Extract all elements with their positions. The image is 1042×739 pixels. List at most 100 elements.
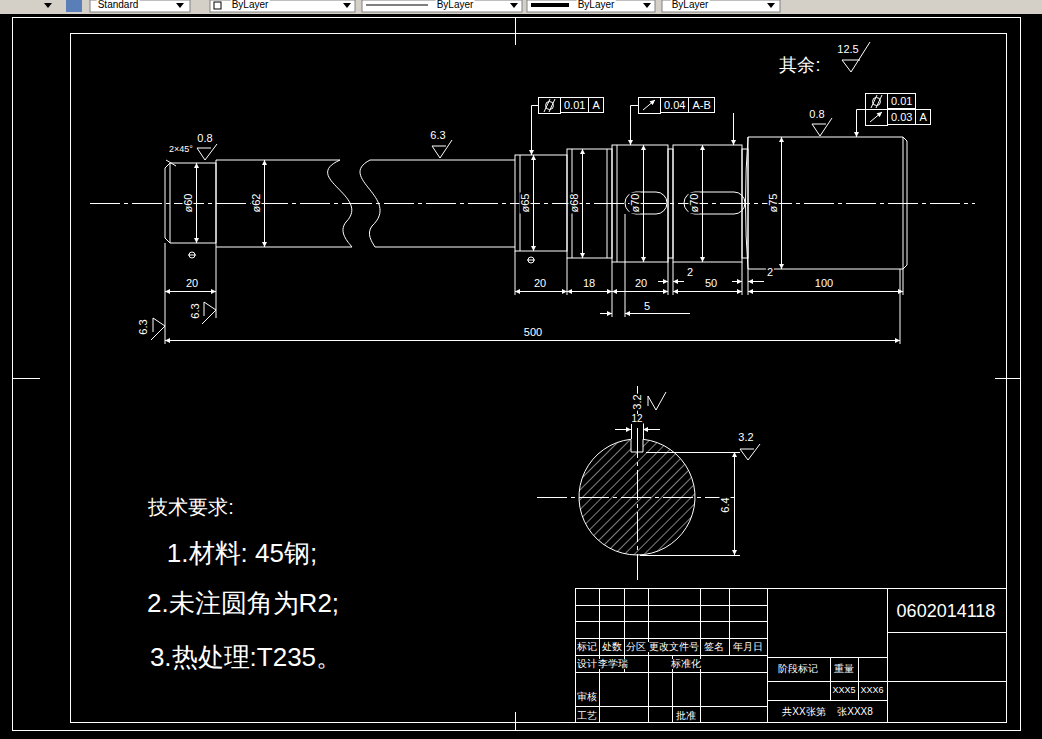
toolbar xyxy=(44,3,775,8)
dimension-value: 6.3 xyxy=(190,302,201,319)
dimension-value: 2 xyxy=(766,267,774,278)
toolbar xyxy=(531,3,569,7)
tolerance-value: 0.01 xyxy=(888,94,915,108)
dimension-lines xyxy=(673,291,742,292)
section-view xyxy=(537,386,740,580)
title-block xyxy=(575,606,767,707)
roughness-symbol xyxy=(151,318,165,340)
title-block-cell: 分区 xyxy=(625,642,647,652)
tolerance-leaders xyxy=(866,110,888,126)
dimension-value: 5 xyxy=(643,301,651,312)
title-block-cell: 签名 xyxy=(703,642,725,652)
roughness-symbol xyxy=(432,140,452,158)
title-block-cell: 张XXX8 xyxy=(836,707,874,717)
shaft-outline xyxy=(528,257,534,263)
tolerance-leaders xyxy=(544,99,550,112)
toolbar-text: ByLayer xyxy=(436,0,475,10)
dimension-lines xyxy=(658,281,668,282)
dimension-lines xyxy=(702,145,703,262)
tolerance-leaders xyxy=(871,95,877,108)
sheet-frame xyxy=(13,18,1021,731)
dimension-lines xyxy=(515,291,567,292)
roughness-symbol xyxy=(202,302,216,324)
dimension-value: 20 xyxy=(533,278,547,289)
dimension-value: 2 xyxy=(686,267,694,278)
roughness-value: 6.3 xyxy=(429,130,446,141)
toolbar xyxy=(210,0,355,12)
dimension-lines xyxy=(612,291,668,292)
dimension-value: 6.3 xyxy=(138,318,149,335)
diameter-dim: ø70 xyxy=(630,193,641,214)
dimension-value: 50 xyxy=(704,278,718,289)
shaft-outline xyxy=(527,260,535,261)
shaft-outline xyxy=(189,252,195,258)
sheet-frame xyxy=(71,34,1007,723)
title-block xyxy=(576,589,1007,723)
technical-note: 3.热处理:T235。 xyxy=(149,644,343,670)
title-block-cell: 工艺 xyxy=(576,711,598,721)
section-view xyxy=(615,429,631,430)
dimension-value: 18 xyxy=(582,278,596,289)
title-block xyxy=(575,588,1007,723)
tolerance-leaders xyxy=(870,112,882,122)
dimension-value: 6.4 xyxy=(720,496,731,513)
tolerance-leaders xyxy=(866,94,888,110)
title-block-cell: 年月日 xyxy=(732,642,764,652)
dimension-lines xyxy=(673,281,684,282)
title-block-cell: 更改文件号 xyxy=(648,642,700,652)
roughness-value: 0.8 xyxy=(808,109,825,120)
section-view xyxy=(640,453,740,556)
tolerance-leaders xyxy=(733,113,734,145)
diameter-dim: ø75 xyxy=(768,193,779,214)
roughness-symbol xyxy=(812,118,832,136)
toolbar-text: Standard xyxy=(97,0,140,10)
dimension-value: 20 xyxy=(634,278,648,289)
roughness-symbol xyxy=(740,444,760,460)
dimension-lines xyxy=(567,291,612,292)
tolerance-frame: 0.03A xyxy=(887,109,931,125)
dimension-lines xyxy=(600,313,612,314)
diameter-dim: ø70 xyxy=(689,193,700,214)
tolerance-leaders xyxy=(631,106,639,146)
diameter-dim: ø60 xyxy=(183,193,194,214)
technical-note: 2.未注圆角为R2; xyxy=(146,590,340,616)
toolbar xyxy=(362,0,522,12)
roughness-symbol xyxy=(648,392,666,410)
tolerance-leaders xyxy=(532,106,539,156)
technical-note: 技术要求: xyxy=(147,497,235,517)
tolerance-frame: 0.01A xyxy=(560,97,604,113)
toolbar-text: ByLayer xyxy=(577,0,616,10)
diameter-dim: ø62 xyxy=(251,193,262,214)
tolerance-value: 0.01 xyxy=(561,98,588,112)
dimension-value: 12 xyxy=(630,414,643,424)
toolbar-text: ByLayer xyxy=(671,0,710,10)
title-block-cell: 标准化 xyxy=(670,659,702,669)
dimension-lines xyxy=(165,291,216,292)
dimension-lines xyxy=(533,155,534,251)
diameter-dim: ø68 xyxy=(569,193,580,214)
section-view xyxy=(632,423,644,439)
dimension-lines xyxy=(165,340,900,341)
tolerance-leaders xyxy=(643,100,655,110)
dimension-value: 3.2 xyxy=(632,393,643,410)
tolerance-value: 0.03 xyxy=(888,110,915,124)
title-block-cell: 共XX张第 xyxy=(781,707,826,717)
dimension-lines xyxy=(732,281,742,282)
title-block-cell: 0602014118 xyxy=(896,602,997,620)
dimension-value: 100 xyxy=(814,278,834,289)
dimension-lines xyxy=(748,281,764,282)
tolerance-frame: 0.01 xyxy=(887,93,916,109)
dimension-lines xyxy=(643,145,644,262)
dimension-value: 3.2 xyxy=(737,432,754,443)
section-view xyxy=(734,452,735,555)
toolbar-text: ByLayer xyxy=(231,0,270,10)
dimension-lines xyxy=(748,291,903,292)
dimension-value: 20 xyxy=(185,278,199,289)
tolerance-leaders xyxy=(876,95,882,108)
toolbar xyxy=(366,5,428,6)
title-block-cell: 阶段标记 xyxy=(777,664,819,674)
dimension-lines xyxy=(264,160,265,247)
title-block-cell: 处数 xyxy=(601,642,623,652)
sheet-frame xyxy=(995,378,1021,379)
